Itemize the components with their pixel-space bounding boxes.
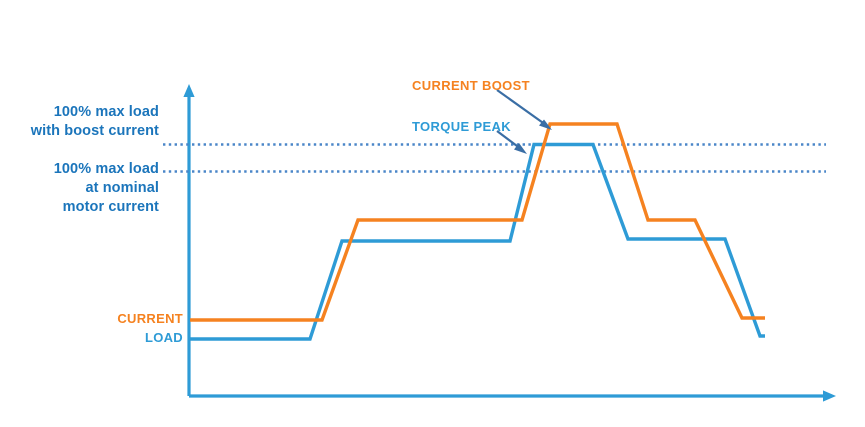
series-label-load: LOAD bbox=[144, 330, 183, 345]
y-axis bbox=[183, 84, 195, 396]
current-boost-arrow bbox=[496, 89, 552, 130]
reference-label-nominal-current: 100% max load at nominal motor current bbox=[53, 161, 159, 215]
x-axis bbox=[189, 390, 836, 402]
annotation-current-boost: CURRENT BOOST bbox=[412, 78, 530, 93]
series-label-current: CURRENT bbox=[117, 311, 183, 326]
series-current-line bbox=[190, 122, 765, 322]
reference-label-boost-current: 100% max load with boost current bbox=[30, 104, 159, 139]
series-load-line bbox=[190, 142, 765, 341]
annotation-torque-peak: TORQUE PEAK bbox=[412, 119, 511, 134]
torque-peak-arrow bbox=[496, 130, 527, 154]
